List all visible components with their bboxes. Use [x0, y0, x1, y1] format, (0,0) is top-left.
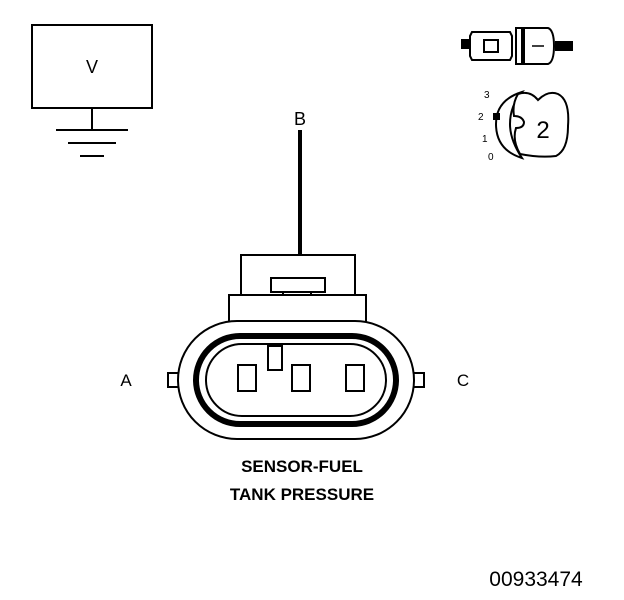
- figure-id: 00933474: [489, 568, 583, 591]
- pin-c-label: C: [457, 371, 469, 390]
- terminal-a: [237, 364, 257, 392]
- position-inset: 3 2 1 0 2: [478, 90, 570, 163]
- sensor-connector: [167, 254, 425, 440]
- terminal-c: [345, 364, 365, 392]
- pin-b-label: B: [294, 109, 306, 129]
- voltmeter: V: [31, 24, 153, 157]
- terminal-b: [291, 364, 311, 392]
- scale-3: 3: [484, 90, 490, 101]
- caption-line-1: SENSOR-FUEL: [241, 457, 363, 476]
- connector-face-icon: [494, 90, 570, 160]
- connector-side-icon: [461, 27, 573, 65]
- position-marker: [493, 113, 500, 120]
- ground-icon: [56, 108, 128, 157]
- caption-line-2: TANK PRESSURE: [230, 485, 374, 504]
- scale-2: 2: [478, 112, 484, 123]
- voltmeter-label: V: [86, 57, 98, 77]
- position-number: 2: [536, 117, 549, 144]
- scale-1: 1: [482, 134, 488, 145]
- pin-a-label: A: [120, 371, 132, 390]
- scale-0: 0: [488, 152, 494, 163]
